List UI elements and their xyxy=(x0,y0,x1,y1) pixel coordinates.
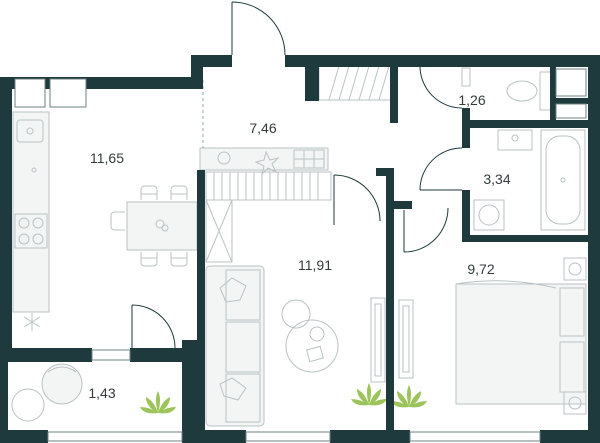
tv-stand-bedroom xyxy=(398,299,414,379)
bathtub xyxy=(540,129,586,231)
windows xyxy=(14,68,587,442)
window xyxy=(47,431,183,442)
wall-exterior xyxy=(182,430,246,443)
kitchen-counter xyxy=(12,111,50,313)
wall-interior xyxy=(462,235,588,242)
area-label-living: 11,91 xyxy=(298,257,332,273)
window xyxy=(555,68,587,97)
wall-interior xyxy=(550,67,556,127)
hanger-icon xyxy=(217,151,231,165)
area-label-balcony: 1,43 xyxy=(88,385,116,401)
bath-sink xyxy=(497,129,533,151)
balcony-table xyxy=(11,388,45,422)
window xyxy=(14,78,46,108)
table-decor-icon xyxy=(161,224,169,232)
nightstand xyxy=(563,257,587,415)
sink-drain-icon xyxy=(26,127,34,135)
window xyxy=(555,103,587,119)
plant-icon xyxy=(140,383,427,414)
wall-interior xyxy=(462,190,470,242)
snowflake-icon xyxy=(23,313,41,331)
wall-interior xyxy=(305,67,319,101)
bed xyxy=(455,280,587,405)
wardrobe-living xyxy=(205,171,332,201)
tap-icon xyxy=(31,167,37,173)
wall-interior xyxy=(390,55,398,123)
area-label-bathroom: 3,34 xyxy=(483,171,511,187)
chair xyxy=(110,185,188,267)
wall-interior xyxy=(550,98,588,104)
wall-interior xyxy=(376,168,394,176)
window xyxy=(49,78,87,108)
door-swing xyxy=(131,1,463,349)
wall-interior xyxy=(462,120,588,128)
wardrobe-hall xyxy=(318,65,392,101)
dining-table xyxy=(126,201,198,251)
burner-icon xyxy=(32,217,44,229)
coffee-table xyxy=(285,319,339,373)
toilet-sink xyxy=(461,67,471,87)
bath-tap-icon xyxy=(511,134,519,142)
washer-drum-icon xyxy=(478,204,500,226)
tv-bedroom xyxy=(402,305,410,373)
area-label-hall: 7,46 xyxy=(249,120,277,136)
wall-interior xyxy=(394,201,412,209)
burner-icon xyxy=(32,233,44,245)
area-label-bedroom: 9,72 xyxy=(467,261,495,277)
wall-exterior xyxy=(0,430,48,443)
wall-exterior xyxy=(0,77,12,362)
sink xyxy=(16,119,44,143)
window xyxy=(91,349,131,361)
wall-exterior xyxy=(330,430,410,443)
wall-exterior xyxy=(540,430,600,443)
table-decor-icon xyxy=(155,219,165,229)
wall-interior xyxy=(130,348,182,362)
burner-icon xyxy=(18,217,30,229)
bathtub-inner xyxy=(545,135,581,225)
area-label-kitchen: 11,65 xyxy=(90,150,124,166)
sofa xyxy=(205,265,265,427)
window xyxy=(245,431,331,442)
tv xyxy=(374,303,382,377)
bath-drain-icon xyxy=(560,177,566,183)
cooktop xyxy=(14,213,48,249)
window xyxy=(409,431,541,442)
wall-exterior xyxy=(588,55,600,443)
wall-exterior xyxy=(285,55,600,67)
tv-stand xyxy=(370,297,386,383)
shelf-grid xyxy=(293,149,325,169)
bookshelf xyxy=(205,199,233,263)
wall-interior xyxy=(197,170,205,443)
cup-icon xyxy=(309,326,325,342)
wall-interior xyxy=(386,168,394,443)
wall-exterior xyxy=(191,55,232,67)
area-label-toilet: 1,26 xyxy=(458,92,486,108)
armchair xyxy=(41,363,83,405)
washing-machine xyxy=(473,199,505,231)
book-icon xyxy=(306,345,324,363)
furniture xyxy=(11,65,587,427)
lamp-icon xyxy=(254,150,280,176)
wall-balcony xyxy=(0,348,8,443)
toilet-bowl xyxy=(506,80,538,102)
coffee-table xyxy=(281,299,311,329)
burner-icon xyxy=(18,233,30,245)
wall-interior xyxy=(0,348,92,362)
